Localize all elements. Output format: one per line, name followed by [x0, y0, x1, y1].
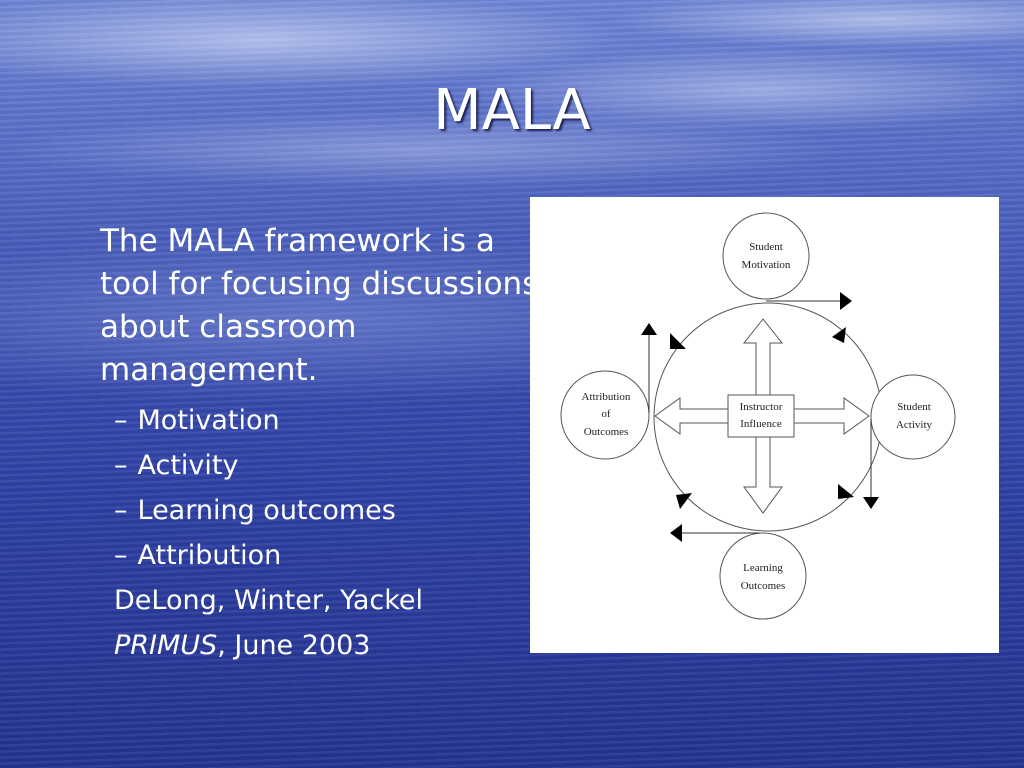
list-item: –Learning outcomes: [100, 488, 540, 533]
citation-journal: PRIMUS: [114, 630, 218, 661]
attribution-label-3: Outcomes: [584, 426, 629, 438]
dash-marker: –: [114, 495, 128, 526]
list-item: –Attribution: [100, 533, 540, 578]
slide-title: MALA: [433, 78, 591, 143]
dash-marker: –: [114, 450, 128, 481]
student-motivation-node: [722, 212, 810, 300]
arrow-right-outline: [793, 397, 870, 435]
list-item: –Motivation: [100, 398, 540, 443]
student-activity-label-1: Student: [897, 401, 931, 413]
instructor-influence-label-2: Influence: [740, 418, 782, 430]
mala-diagram-figure: Student Motivation Student Activity Lear…: [530, 197, 999, 653]
intro-paragraph: The MALA framework is a tool for focusin…: [100, 223, 539, 388]
cycle-marker-icon: [676, 493, 692, 509]
learning-outcomes-node: [719, 532, 807, 620]
student-activity-label-2: Activity: [896, 419, 933, 431]
cycle-marker-icon: [670, 333, 686, 349]
instructor-influence-box: [727, 394, 795, 438]
attribution-label-1: Attribution: [582, 391, 631, 403]
cycle-marker-icon: [838, 484, 854, 499]
arrow-up-outline: [742, 318, 784, 396]
arrowhead-right-icon: [840, 292, 852, 310]
slide-body: The MALA framework is a tool for focusin…: [100, 220, 540, 668]
student-activity-node: [870, 374, 956, 460]
dash-marker: –: [114, 540, 128, 571]
list-item: –Activity: [100, 443, 540, 488]
citation-date: , June 2003: [217, 630, 371, 661]
sub-bullet-list: –Motivation –Activity –Learning outcomes…: [100, 398, 540, 578]
arrowhead-left-icon: [670, 524, 682, 542]
citation-authors: DeLong, Winter, Yackel: [114, 585, 424, 616]
bullet-label-motivation: Motivation: [137, 405, 280, 436]
student-motivation-label-2: Motivation: [742, 259, 791, 271]
bullet-label-learning-outcomes: Learning outcomes: [137, 495, 396, 526]
citation-source: PRIMUS, June 2003: [100, 623, 540, 668]
instructor-influence-label-1: Instructor: [740, 401, 783, 413]
attribution-of-outcomes-node: [560, 370, 650, 460]
arrow-left-outline: [654, 397, 729, 435]
arrowhead-down-icon: [863, 497, 879, 509]
arrow-down-outline: [743, 436, 783, 514]
bullet-label-activity: Activity: [137, 450, 239, 481]
bullet-label-attribution: Attribution: [137, 540, 282, 571]
learning-outcomes-label-2: Outcomes: [741, 580, 786, 592]
attribution-label-2: of: [601, 408, 611, 420]
dash-marker: –: [114, 405, 128, 436]
learning-outcomes-label-1: Learning: [743, 562, 783, 574]
student-motivation-label-1: Student: [749, 241, 783, 253]
mala-diagram: Student Motivation Student Activity Lear…: [560, 212, 956, 620]
cycle-marker-icon: [832, 327, 846, 343]
arrowhead-up-icon: [641, 323, 657, 335]
